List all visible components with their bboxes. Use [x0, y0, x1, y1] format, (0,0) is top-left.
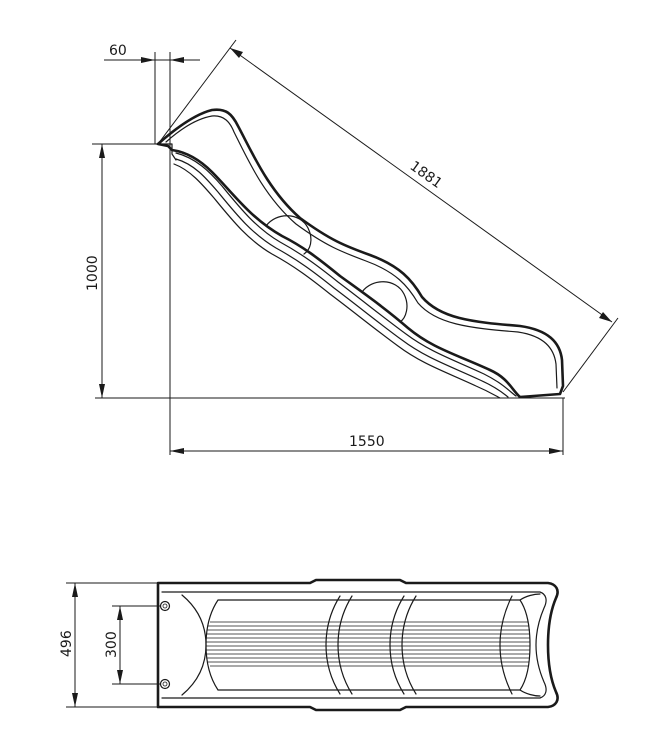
- side-handle-arc-1: [265, 215, 312, 255]
- dimension-60-label: 60: [109, 43, 127, 59]
- mounting-hole-bottom: [159, 678, 171, 690]
- dimension-1000-label: 1000: [85, 255, 101, 291]
- mounting-hole-top: [159, 600, 171, 612]
- mounting-hole-bottom-inner: [162, 681, 168, 687]
- slide-inner-edge-2: [175, 152, 517, 397]
- chute-wall-right: [519, 593, 541, 697]
- slide-top-outline: [156, 578, 559, 712]
- end-band: [499, 595, 513, 695]
- top-view: 496 300: [59, 578, 559, 712]
- slide-platform-lip: [155, 143, 177, 161]
- dimension-1550-label: 1550: [349, 434, 385, 450]
- dimension-300: 300: [104, 605, 160, 685]
- dimension-496-label: 496: [59, 630, 75, 657]
- mounting-hole-top-inner: [162, 603, 168, 609]
- slide-top-inner-rim: [161, 591, 547, 699]
- slide-inner-edge-1: [165, 115, 558, 389]
- dimension-60: 60: [104, 43, 200, 144]
- dimension-1000: 1000: [85, 143, 158, 398]
- slide-inner-edge-3: [175, 158, 509, 398]
- slide-chute-channel: [205, 599, 531, 691]
- dimension-1550: 1550: [170, 434, 563, 454]
- side-handle-arc-2: [361, 281, 408, 323]
- dimension-496: 496: [59, 582, 158, 708]
- dimension-1881-label: 1881: [407, 158, 445, 192]
- slide-ribs: [206, 621, 530, 667]
- dimension-300-label: 300: [104, 631, 120, 658]
- side-view: 60 1881 1000 1550: [85, 39, 619, 455]
- wave-band-1-right: [337, 595, 353, 695]
- slide-inner-edge-4: [173, 163, 501, 399]
- wave-band-1-left: [325, 595, 341, 695]
- chute-wall-left: [181, 594, 207, 696]
- slide-outer-profile: [156, 108, 565, 399]
- wave-band-2-right: [401, 595, 417, 695]
- wave-band-2-left: [389, 595, 405, 695]
